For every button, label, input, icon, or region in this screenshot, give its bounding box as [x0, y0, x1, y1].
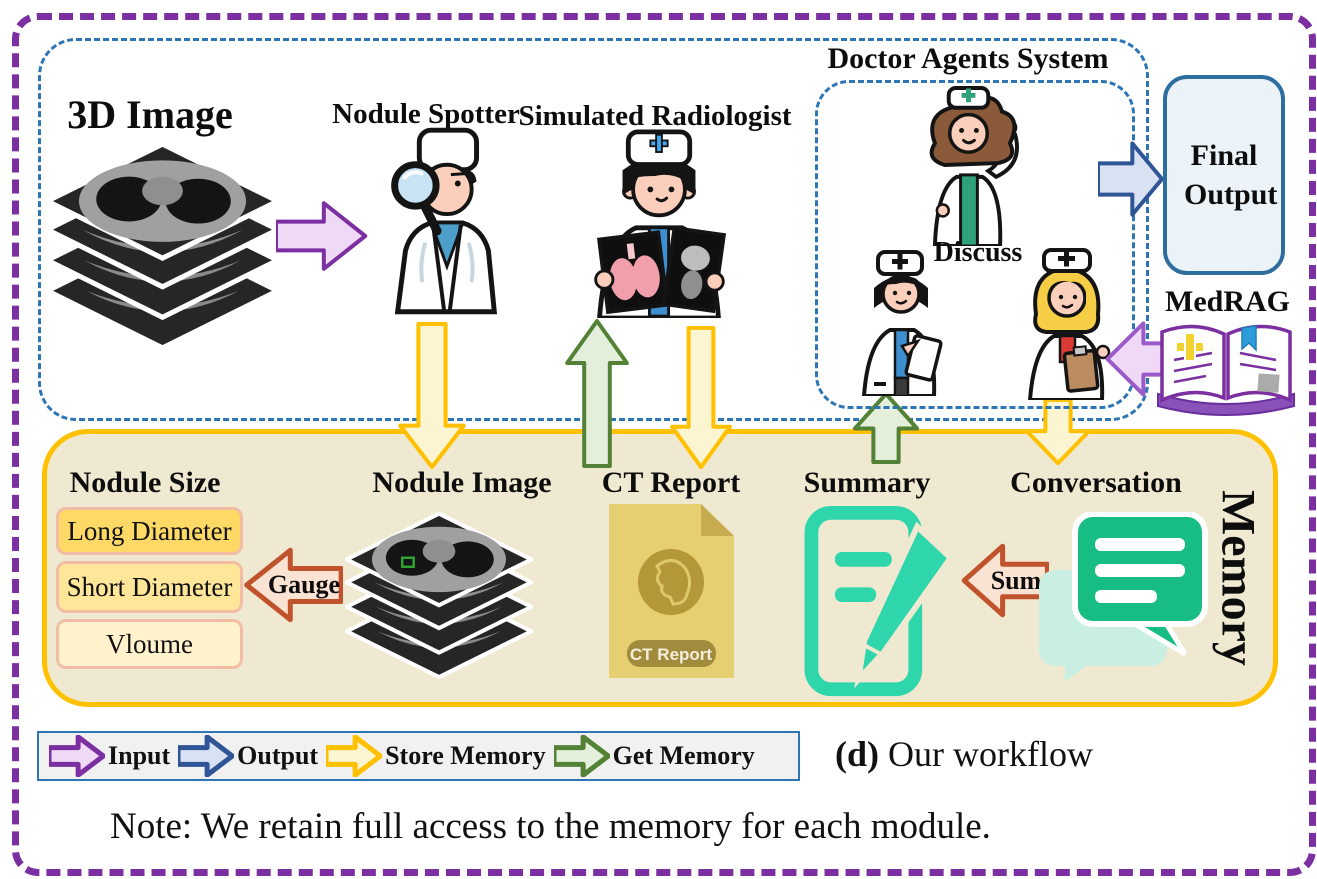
legend-item-output: Output — [178, 735, 318, 777]
legend-input-label: Input — [108, 741, 171, 770]
legend-item-input: Input — [49, 735, 170, 777]
outer-dashed-frame — [12, 13, 1316, 876]
figure-caption: (d) Our workflow — [835, 733, 1093, 775]
legend-store-memory-label: Store Memory — [385, 741, 546, 770]
legend-get-memory-label: Get Memory — [612, 741, 755, 770]
store-memory-arrow-3 — [1024, 398, 1092, 466]
legend-output-label: Output — [237, 741, 319, 770]
caption-text: Our workflow — [888, 734, 1093, 774]
legend-item-store-memory: Store Memory — [326, 735, 546, 777]
store-memory-arrow-1 — [398, 322, 466, 470]
get-memory-arrow-2 — [852, 391, 920, 464]
memory-box — [42, 429, 1278, 707]
caption-prefix: (d) — [835, 734, 879, 774]
legend-box: Input Output Store Memory Get Memory — [37, 731, 800, 781]
legend-get-memory-arrow — [553, 735, 610, 777]
get-memory-arrow-1 — [565, 318, 629, 468]
legend-store-memory-arrow — [326, 735, 382, 777]
store-memory-arrow-2 — [670, 326, 732, 470]
legend-output-arrow — [178, 735, 234, 777]
legend-item-get-memory: Get Memory — [553, 735, 755, 777]
note-text: Note: We retain full access to the memor… — [110, 806, 991, 847]
legend-input-arrow — [49, 735, 105, 777]
